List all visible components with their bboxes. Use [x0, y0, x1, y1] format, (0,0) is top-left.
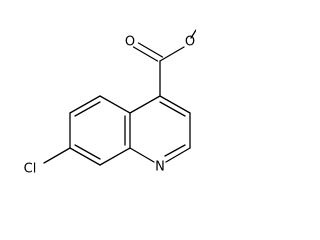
- bond-c4-c3-inner: [159, 101, 186, 117]
- bond-c7-c6: [69, 95, 101, 114]
- ester-oxygen-label: O: [185, 35, 195, 50]
- bond-c4a-c8a: [99, 147, 131, 166]
- ring-nitrogen-label: N: [155, 160, 165, 175]
- bond-c8a-c8-inner: [74, 144, 101, 160]
- bond-c4a-c4: [129, 95, 161, 114]
- bond-c7-cl: [43, 147, 71, 164]
- bond-c4-c3: [159, 95, 191, 114]
- bond-c2-n1-inner: [164, 144, 186, 157]
- bond-c7-c6-inner: [74, 101, 101, 117]
- bond-c-o-double-b: [137, 42, 164, 58]
- atom-labels: O O N Cl: [24, 35, 195, 177]
- bond-n1-c8a: [129, 147, 155, 163]
- molecule-structure: O O N Cl: [24, 29, 196, 177]
- chlorine-label: Cl: [24, 162, 37, 177]
- bond-c-oester: [159, 46, 185, 62]
- carbonyl-oxygen-label: O: [125, 35, 135, 50]
- bond-c-o-double-a: [132, 46, 159, 62]
- bond-oester-methyl: [190, 29, 196, 39]
- bonds: [43, 29, 196, 166]
- bond-c6-c5: [99, 95, 131, 114]
- bond-c8a-c8: [69, 147, 101, 166]
- bond-c2-n1: [165, 147, 191, 163]
